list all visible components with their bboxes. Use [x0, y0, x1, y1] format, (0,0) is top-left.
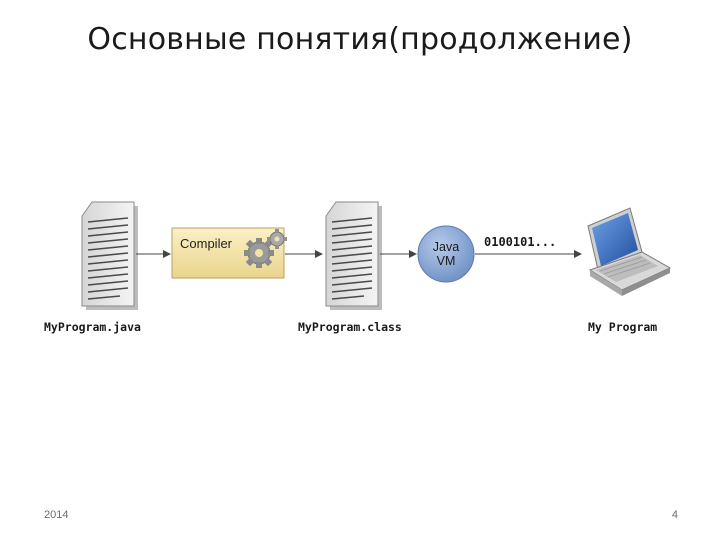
jvm-circle: Java VM: [417, 225, 475, 283]
java-compilation-diagram: Compiler: [81, 201, 672, 310]
page-number: 4: [671, 509, 678, 521]
footer-year: 2014: [44, 509, 69, 521]
bytecode-text: 0100101...: [484, 235, 556, 249]
laptop-icon: [587, 207, 672, 296]
jvm-label-line1: Java: [433, 240, 459, 254]
program-label: My Program: [588, 320, 658, 334]
source-file-label: MyProgram.java: [44, 320, 141, 334]
compiler-box: Compiler: [171, 227, 287, 279]
jvm-label-line2: VM: [437, 254, 456, 268]
class-file-label: MyProgram.class: [298, 320, 402, 334]
slide-title: Основные понятия(продолжение): [87, 22, 633, 57]
source-document-icon: [81, 201, 138, 310]
class-document-icon: [325, 201, 382, 310]
compiler-label: Compiler: [180, 236, 233, 251]
